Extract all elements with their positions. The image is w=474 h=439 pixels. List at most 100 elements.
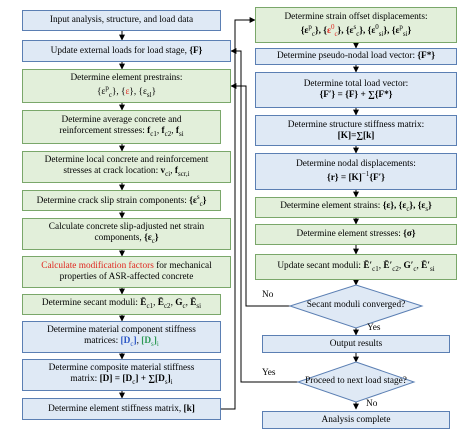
secant-sub2: c2 <box>163 302 171 311</box>
output-results-text: Output results <box>329 338 383 349</box>
modification-factors-box: Calculate modification factors for mecha… <box>22 256 231 288</box>
elem-stress-math: {σ} <box>403 229 416 240</box>
decision-next-stage: Proceed to next load stage? <box>305 376 407 386</box>
comp-stiff-sub3: i <box>156 340 159 349</box>
comp-stiff-line1: Determine material component stiffness <box>47 325 196 336</box>
secant-e1: Ē <box>140 298 147 309</box>
update-secant-g: G′ <box>403 260 414 271</box>
structure-stiffness-box: Determine structure stiffness matrix: [K… <box>255 115 457 146</box>
avg-stress-line2: reinforcement stresses: fc1, fc2, fsi <box>59 126 184 139</box>
local-stress-line1: Determine local concrete and reinforceme… <box>44 155 209 166</box>
local-stress-f: f <box>174 166 178 177</box>
compos-stiff-sub3: i <box>170 378 173 387</box>
update-secant-sub1: c1 <box>372 264 379 273</box>
analysis-complete-box: Analysis complete <box>262 411 450 429</box>
local-stress-line2: stresses at crack location: vci, fscr,i <box>63 166 190 179</box>
analysis-complete-text: Analysis complete <box>321 414 391 425</box>
avg-stress-sub2: c2 <box>164 130 172 139</box>
update-secant-text: Update secant moduli: Ē′c1, Ē′c2, G′c, Ē… <box>277 260 435 273</box>
compos-stiff-sub2: s <box>164 378 168 387</box>
strain-offset-box: Determine strain offset displacements: {… <box>255 7 457 43</box>
secant-moduli-box: Determine secant moduli: Ēc1, Ēc2, Gc, Ē… <box>22 294 221 315</box>
crack-slip-text: Determine crack slip strain components: … <box>37 193 207 208</box>
prestrain-c: {ε <box>96 86 106 97</box>
local-stress-sub1: ci <box>165 170 171 179</box>
update-loads-label: Update external loads for load stage, <box>50 45 187 56</box>
elem-strains-math1: {ε}, {ε <box>382 201 407 212</box>
mod-factors-rest: for mechanical <box>156 261 212 272</box>
output-results-box: Output results <box>262 335 450 353</box>
net-strain-sub: c <box>151 237 155 246</box>
nodal-disp-eq: {r} = [K] <box>327 173 362 184</box>
compos-stiff-line2: matrix: [D] = [Dc] + ∑[Ds]i <box>70 374 173 387</box>
struct-stiff-line1: Determine structure stiffness matrix: <box>287 119 425 130</box>
local-stress-v: v <box>160 166 166 177</box>
crack-slip-sub: c <box>199 199 203 208</box>
secant-moduli-label: Determine secant moduli: <box>41 298 138 309</box>
comp-stiff-label: matrices: <box>84 336 119 347</box>
local-stress-sub2: scr,i <box>177 170 190 179</box>
input-data-text: Input analysis, structure, and load data <box>49 15 194 26</box>
comp-stiff-ds: [D <box>141 336 152 347</box>
prestrain-sl-start: }, {ε <box>129 86 147 97</box>
prestrain-end: } <box>151 86 157 97</box>
element-stresses-box: Determine element stresses: {σ} <box>255 224 457 245</box>
nodal-displacements-box: Determine nodal displacements: {r} = [K]… <box>255 153 457 190</box>
update-secant-sub4: si <box>429 264 435 273</box>
pseudo-nodal-box: Determine pseudo-nodal load vector: {F*} <box>255 48 457 65</box>
secant-moduli-text: Determine secant moduli: Ēc1, Ēc2, Gc, Ē… <box>41 298 202 311</box>
pseudo-nodal-text: Determine pseudo-nodal load vector: {F*} <box>277 51 435 62</box>
secant-g: G <box>175 298 183 309</box>
strain-offset-e1: {ε <box>300 25 309 36</box>
crack-slip-sup: s <box>196 192 200 201</box>
average-stresses-box: Determine average concrete and reinforce… <box>22 110 221 144</box>
total-load-box: Determine total load vector: {F′} = {F} … <box>255 72 457 108</box>
element-stiffness-box: Determine element stiffness matrix, [k] <box>22 398 221 420</box>
composite-stiffness-box: Determine composite material stiffness m… <box>22 359 221 391</box>
struct-stiff-math: [K]=∑[k] <box>337 130 375 141</box>
update-external-loads-text: Update external loads for load stage, {F… <box>51 46 203 57</box>
total-load-math: {F′} = {F} + ∑{F*} <box>319 90 393 100</box>
compos-stiff-math: [D] = [D <box>99 374 133 385</box>
crack-slip-box: Determine crack slip strain components: … <box>22 190 221 211</box>
comp-stiff-line2: matrices: [Dc], [Ds]i <box>84 336 159 349</box>
update-loads-math: {F} <box>189 45 203 56</box>
pseudo-nodal-label: Determine pseudo-nodal load vector: <box>276 51 416 62</box>
elem-stress-label: Determine element stresses: <box>296 229 401 240</box>
decision2-yes-label: Yes <box>262 368 276 378</box>
pseudo-nodal-math: {F*} <box>417 51 436 62</box>
crack-slip-math: {ε <box>189 195 197 206</box>
elem-strains-label: Determine element strains: <box>280 201 381 212</box>
compos-stiff-sum: ] + ∑[D <box>135 374 165 385</box>
net-strain-math: {ε <box>144 233 152 244</box>
avg-stress-sub1: c1 <box>150 130 157 139</box>
prestrains-math: {εpc}, {ε}, {εsl} <box>97 84 156 99</box>
elem-stiff-text: Determine element stiffness matrix, [k] <box>48 404 195 415</box>
update-secant-sub2: c2 <box>392 264 399 273</box>
strain-offset-math: {εpc}, {ε0c}, {εsc}, {ε0si}, {εpsi} <box>300 22 412 38</box>
decision1-yes-label: Yes <box>367 323 381 333</box>
avg-stress-line1: Determine average concrete and <box>61 115 182 126</box>
elem-stress-text: Determine element stresses: {σ} <box>296 229 415 240</box>
nodal-disp-sup: −1 <box>361 169 370 178</box>
prestrain-sup-1: p <box>105 83 109 92</box>
compos-stiff-sub1: c <box>132 378 136 387</box>
decision1-no-label: No <box>262 290 274 300</box>
crack-slip-end: } <box>202 195 207 206</box>
mod-factors-line2: properties of ASR-affected concrete <box>59 272 194 282</box>
local-stresses-box: Determine local concrete and reinforceme… <box>22 151 231 183</box>
net-strain-label: components, <box>94 233 142 244</box>
decision2-no-label: No <box>366 399 378 409</box>
prestrain-sub-1: c <box>108 90 112 99</box>
component-stiffness-box: Determine material component stiffness m… <box>22 321 221 353</box>
elem-stiff-label: Determine element stiffness matrix, <box>48 403 182 414</box>
net-strain-line1: Calculate concrete slip-adjusted net str… <box>48 222 205 233</box>
update-external-loads-box: Update external loads for load stage, {F… <box>22 40 231 62</box>
update-secant-box: Update secant moduli: Ē′c1, Ē′c2, G′c, Ē… <box>255 254 457 280</box>
mod-factors-red: Calculate modification factors <box>41 261 154 272</box>
elem-stiff-math: [k] <box>183 403 195 414</box>
elem-strains-sub1: c <box>406 205 410 214</box>
net-strain-line2: components, {εc} <box>94 233 158 245</box>
elem-strains-end: } <box>428 201 432 212</box>
nodal-disp-line1: Determine nodal displacements: <box>296 158 416 169</box>
